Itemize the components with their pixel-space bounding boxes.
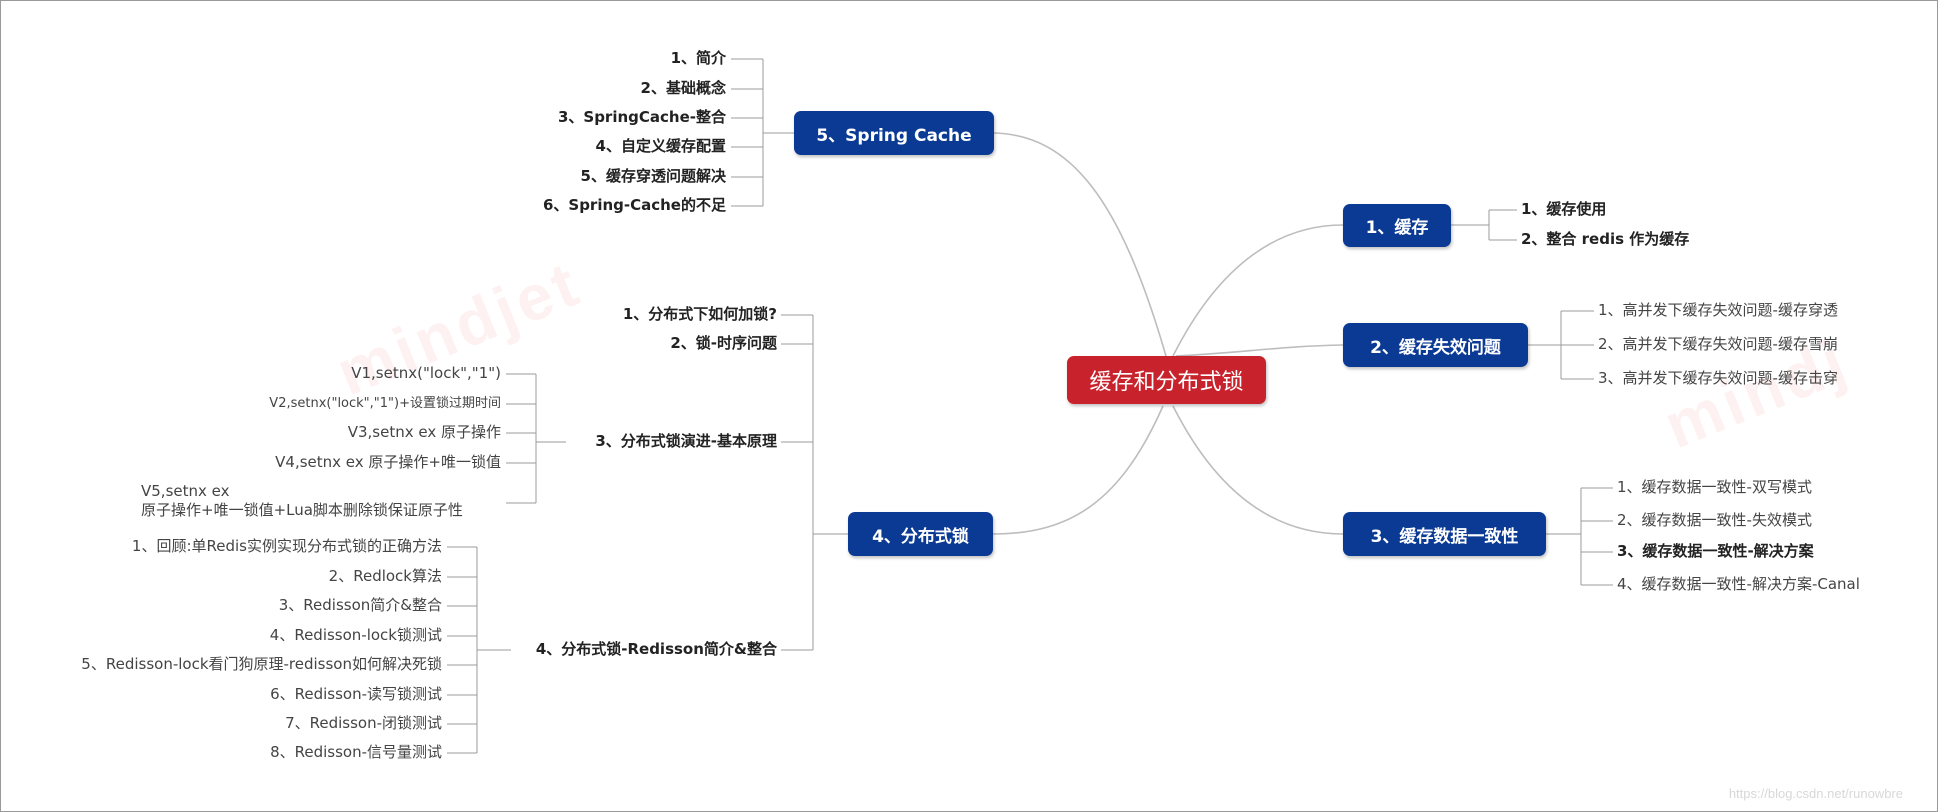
consistency-item-2[interactable]: 2、缓存数据一致性-失效模式 <box>1617 511 1812 529</box>
spring-item-4[interactable]: 4、自定义缓存配置 <box>595 137 726 155</box>
link-spring <box>990 132 1167 357</box>
cache-item-2[interactable]: 2、整合 redis 作为缓存 <box>1521 230 1690 248</box>
spring-item-1[interactable]: 1、简介 <box>670 49 726 67</box>
redisson-item-6[interactable]: 6、Redisson-读写锁测试 <box>270 685 442 703</box>
invalidation-item-2[interactable]: 2、高并发下缓存失效问题-缓存雪崩 <box>1598 335 1838 353</box>
redisson-item-1[interactable]: 1、回顾:单Redis实例实现分布式锁的正确方法 <box>131 537 442 555</box>
consistency-item-1[interactable]: 1、缓存数据一致性-双写模式 <box>1617 478 1812 496</box>
source-url: https://blog.csdn.net/runowbre <box>1728 786 1903 801</box>
evolution-v3[interactable]: V3,setnx ex 原子操作 <box>347 423 501 441</box>
link-lock <box>992 405 1164 535</box>
redisson-item-3[interactable]: 3、Redisson简介&整合 <box>278 596 442 614</box>
redisson-item-5[interactable]: 5、Redisson-lock看门狗原理-redisson如何解决死锁 <box>81 655 442 673</box>
evolution-v1[interactable]: V1,setnx("lock","1") <box>351 364 501 382</box>
lock-sub-3[interactable]: 3、分布式锁演进-基本原理 <box>595 432 777 450</box>
evolution-v5-title[interactable]: V5,setnx ex <box>141 482 230 500</box>
spring-item-6[interactable]: 6、Spring-Cache的不足 <box>542 196 726 214</box>
invalidation-item-3[interactable]: 3、高并发下缓存失效问题-缓存击穿 <box>1598 369 1838 387</box>
consistency-item-4[interactable]: 4、缓存数据一致性-解决方案-Canal <box>1617 575 1860 593</box>
evolution-v2[interactable]: V2,setnx("lock","1")+设置锁过期时间 <box>269 396 501 411</box>
redisson-item-4[interactable]: 4、Redisson-lock锁测试 <box>269 626 442 644</box>
topic-distributed-lock[interactable]: 4、分布式锁 <box>848 512 993 556</box>
lock-sub-2[interactable]: 2、锁-时序问题 <box>670 334 777 352</box>
evolution-v5-desc[interactable]: 原子操作+唯一锁值+Lua脚本删除锁保证原子性 <box>141 501 463 519</box>
topic-spring-cache[interactable]: 5、Spring Cache <box>794 111 994 155</box>
cache-item-1[interactable]: 1、缓存使用 <box>1521 200 1607 218</box>
central-topic[interactable]: 缓存和分布式锁 <box>1067 356 1266 404</box>
spring-item-2[interactable]: 2、基础概念 <box>640 79 726 97</box>
lock-sub-1[interactable]: 1、分布式下如何加锁? <box>622 305 777 323</box>
topic-cache-consistency[interactable]: 3、缓存数据一致性 <box>1343 512 1546 556</box>
link-cache <box>1172 224 1344 357</box>
consistency-item-3[interactable]: 3、缓存数据一致性-解决方案 <box>1617 542 1814 560</box>
topic-cache[interactable]: 1、缓存 <box>1343 204 1451 247</box>
redisson-item-2[interactable]: 2、Redlock算法 <box>328 567 442 585</box>
link-consistency <box>1172 405 1344 535</box>
link-invalidation <box>1175 344 1344 357</box>
spring-item-5[interactable]: 5、缓存穿透问题解决 <box>580 167 726 185</box>
redisson-item-8[interactable]: 8、Redisson-信号量测试 <box>270 743 442 761</box>
lock-sub-4[interactable]: 4、分布式锁-Redisson简介&整合 <box>535 640 777 658</box>
invalidation-item-1[interactable]: 1、高并发下缓存失效问题-缓存穿透 <box>1598 301 1838 319</box>
evolution-v4[interactable]: V4,setnx ex 原子操作+唯一锁值 <box>275 453 501 471</box>
topic-cache-invalidation[interactable]: 2、缓存失效问题 <box>1343 323 1528 367</box>
spring-item-3[interactable]: 3、SpringCache-整合 <box>557 108 726 126</box>
redisson-item-7[interactable]: 7、Redisson-闭锁测试 <box>285 714 442 732</box>
